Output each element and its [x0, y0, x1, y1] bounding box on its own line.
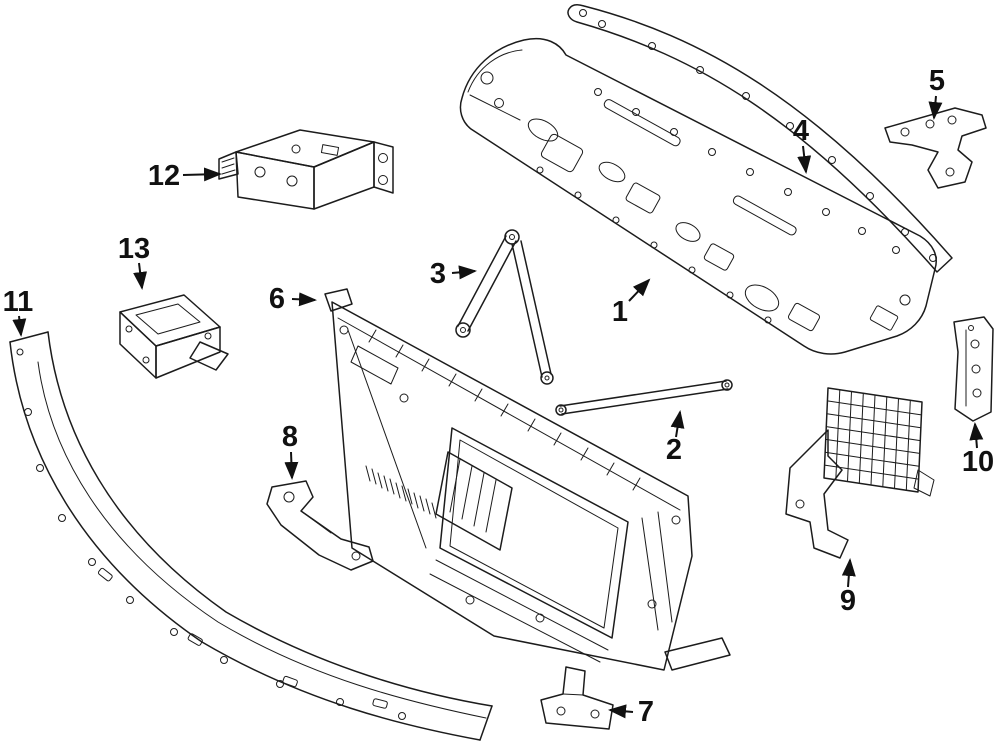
callout-13-label: 13 [118, 233, 150, 265]
part-diagonal-support-rod [555, 379, 733, 416]
callout-8-leader [284, 451, 299, 480]
part-side-plate-bracket [953, 316, 994, 422]
part-upper-corner-bracket [884, 107, 987, 189]
callout-7-label: 7 [638, 696, 654, 728]
part-frame-mount-bracket [119, 294, 229, 379]
part-lower-bracket [540, 666, 614, 730]
callout-labels: 1 2 3 4 5 6 7 8 9 10 11 12 13 [3, 65, 994, 728]
part-v-brace [455, 229, 554, 385]
callout-6-leader [291, 292, 317, 307]
part-upper-reinforcement-bar [567, 4, 953, 273]
callout-8-label: 8 [282, 421, 298, 453]
callout-12-label: 12 [148, 160, 180, 192]
callout-4-leader [797, 145, 812, 174]
callout-10-leader [969, 422, 984, 449]
part-side-bracket [266, 480, 374, 571]
part-front-impact-bar [9, 331, 493, 741]
callout-5-leader [928, 95, 943, 120]
callout-10-label: 10 [962, 446, 994, 478]
callout-1-label: 1 [612, 296, 628, 328]
part-box-mount-bracket [218, 129, 394, 210]
callout-9-label: 9 [840, 585, 856, 617]
callout-6-label: 6 [269, 283, 285, 315]
callout-7-leader [608, 704, 634, 719]
callout-5-label: 5 [929, 65, 945, 97]
callout-4-label: 4 [793, 115, 809, 147]
callout-13-leader [133, 262, 148, 290]
callout-2-label: 2 [666, 434, 682, 466]
callout-11-label: 11 [3, 286, 34, 318]
callout-12-leader [182, 167, 222, 182]
callout-3-label: 3 [430, 258, 446, 290]
callout-3-leader [451, 265, 477, 280]
callout-leaders [12, 95, 984, 719]
part-mesh-mount-bracket [785, 387, 935, 559]
callout-1-leader [628, 278, 651, 302]
part-radiator-support-panel [324, 288, 731, 671]
callout-2-leader [670, 410, 685, 438]
callout-11-leader [12, 315, 27, 337]
callout-9-leader [841, 558, 856, 588]
